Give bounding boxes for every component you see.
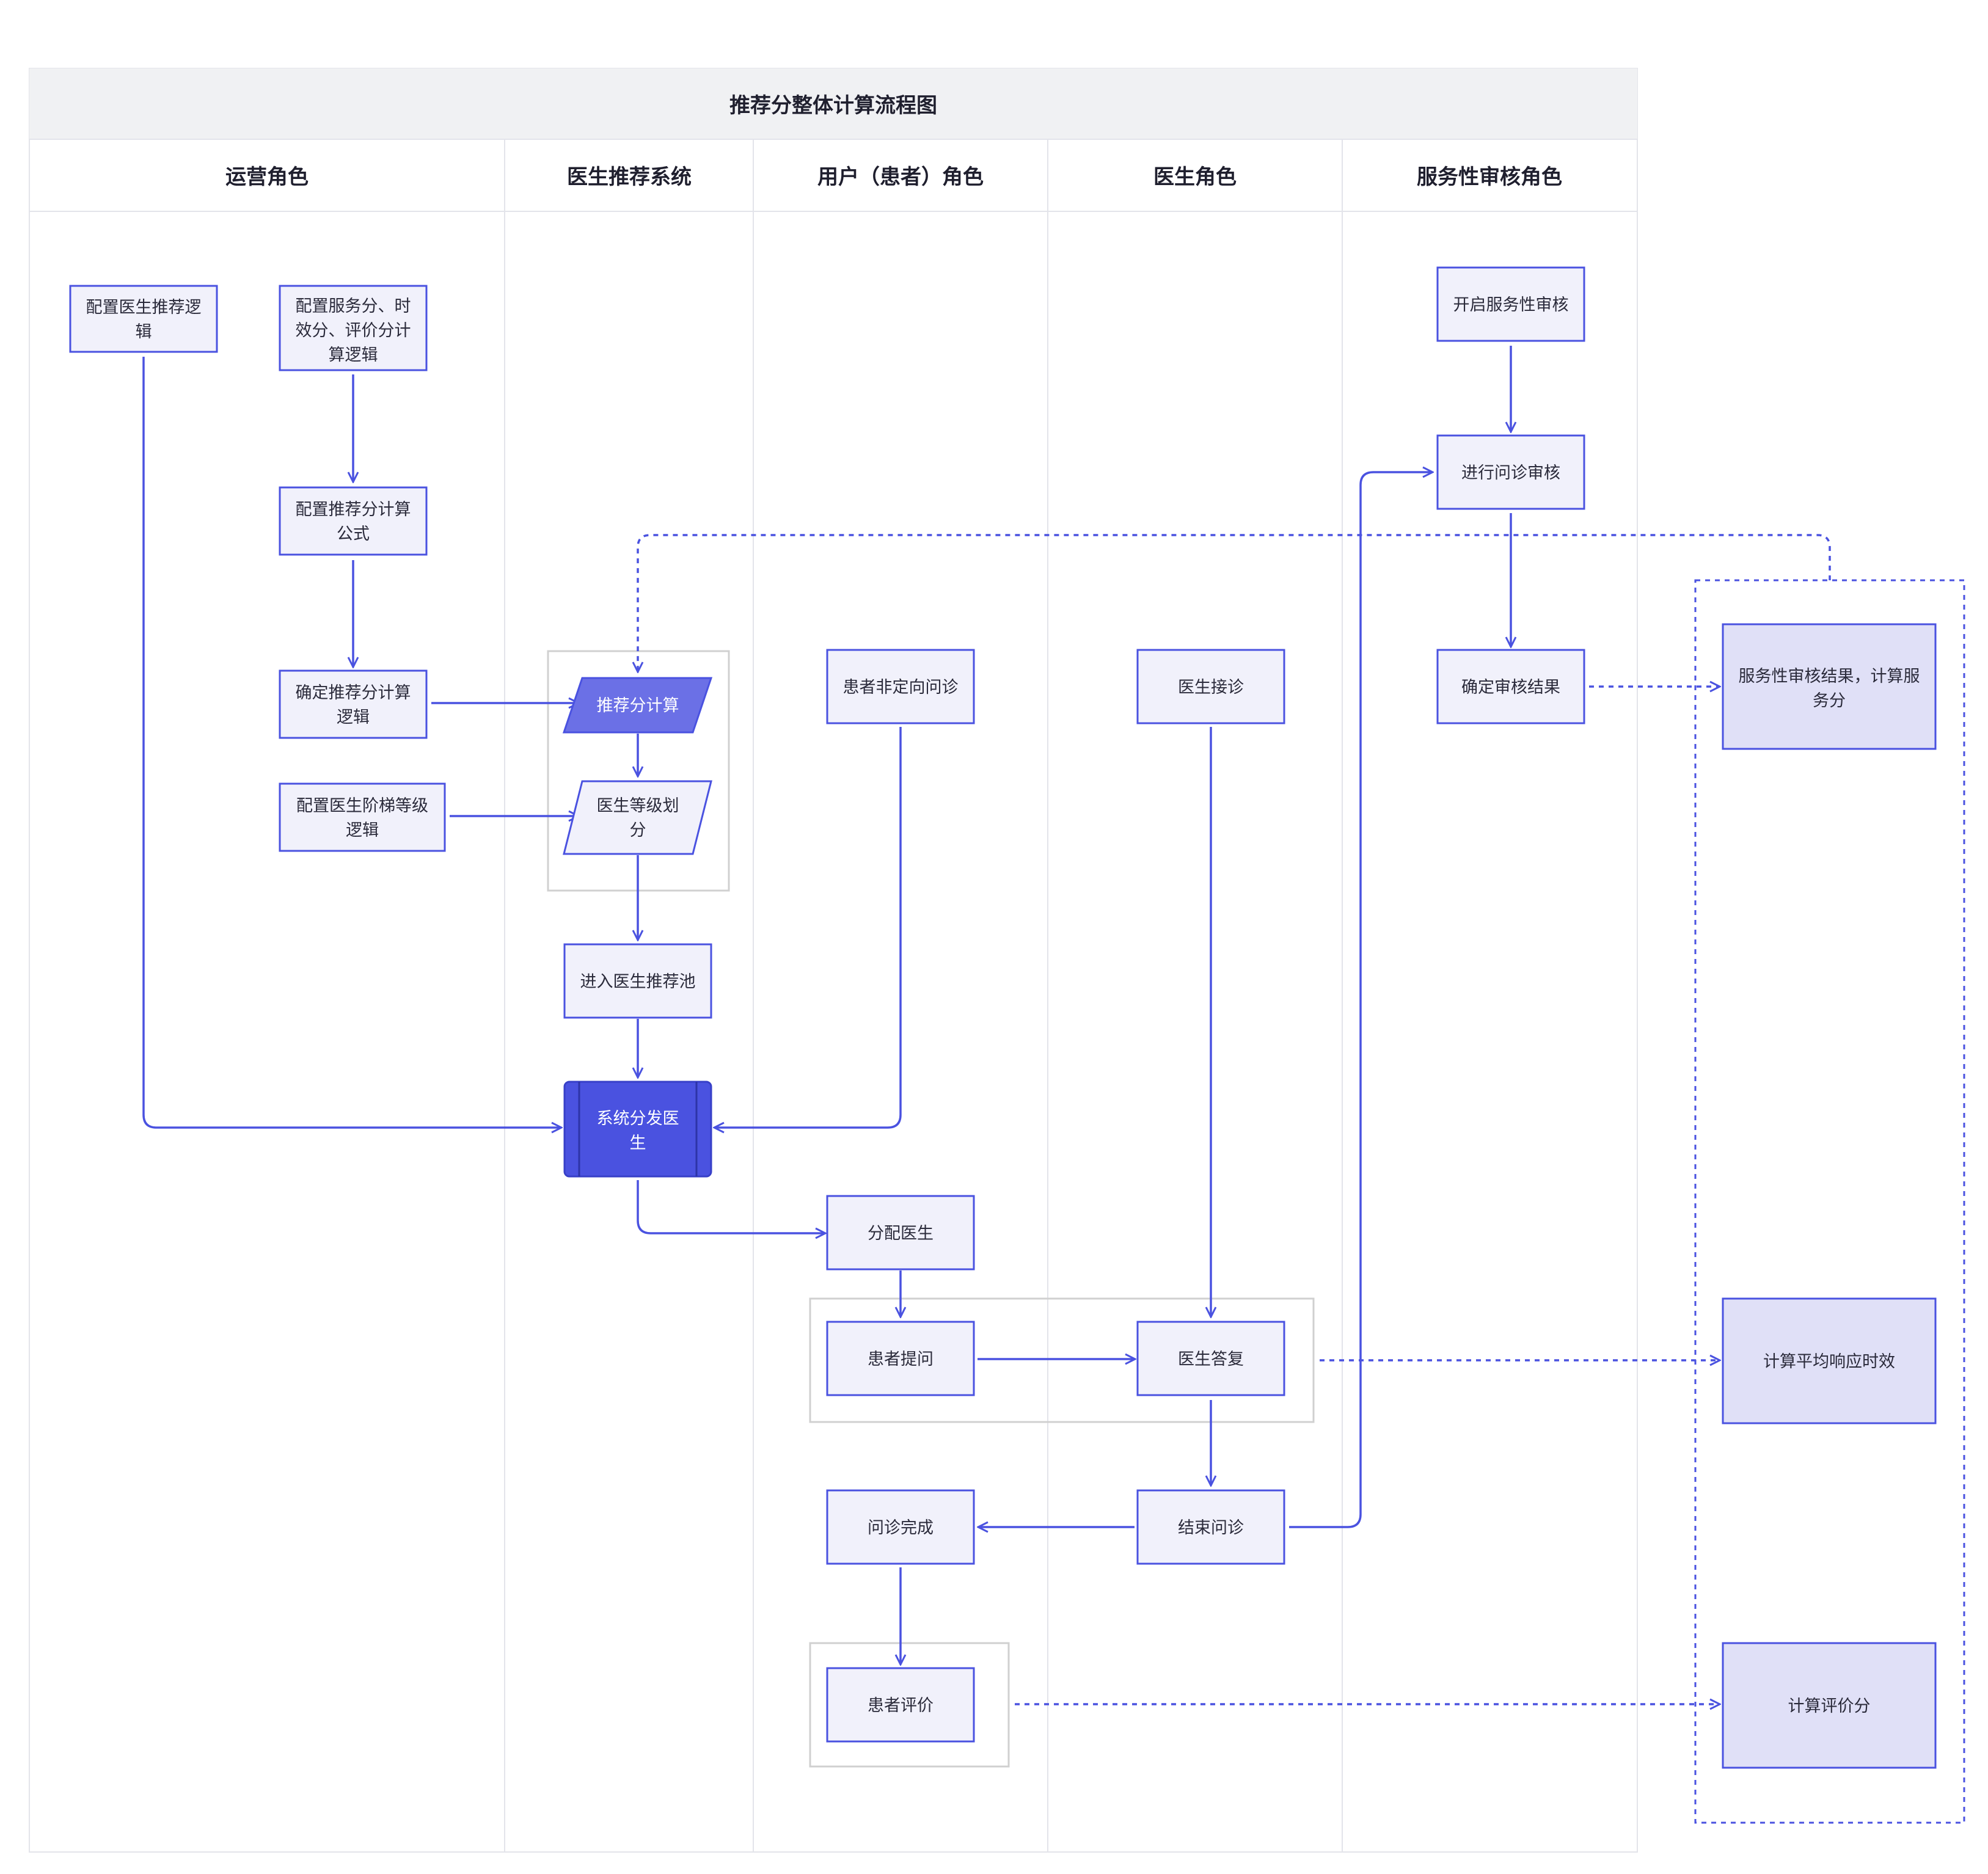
node-doctor-reply[interactable]: 医生答复 xyxy=(1136,1321,1285,1396)
node-patient-evaluate[interactable]: 患者评价 xyxy=(826,1667,975,1743)
node-patient-ask[interactable]: 患者提问 xyxy=(826,1321,975,1396)
node-grade-doctor[interactable]: 医生等级划分 xyxy=(563,780,712,855)
node-config-formula[interactable]: 配置推荐分计算公式 xyxy=(279,486,428,556)
node-service-score[interactable]: 服务性审核结果，计算服务分 xyxy=(1722,623,1937,750)
svg-text:计算平均响应时效: 计算平均响应时效 xyxy=(1763,1352,1895,1371)
group-evaluate xyxy=(809,1642,1010,1768)
svg-text:患者评价: 患者评价 xyxy=(868,1696,934,1715)
lane-service-review: 服务性审核角色 xyxy=(1417,165,1562,189)
node-do-review[interactable]: 进行问诊审核 xyxy=(1436,434,1585,510)
svg-text:服务性审核结果，计算服务分: 服务性审核结果，计算服务分 xyxy=(1739,667,1920,710)
svg-text:配置医生阶梯等级逻辑: 配置医生阶梯等级逻辑 xyxy=(296,797,428,840)
lane-recommend-system: 医生推荐系统 xyxy=(567,165,692,189)
svg-text:患者提问: 患者提问 xyxy=(868,1350,934,1369)
edge-config-logic-dispatch xyxy=(142,357,561,1128)
node-config-logic[interactable]: 配置医生推荐逻辑 xyxy=(69,285,218,353)
svg-text:进行问诊审核: 进行问诊审核 xyxy=(1461,464,1560,483)
diagram-title: 推荐分整体计算流程图 xyxy=(729,93,937,118)
diagram-frame xyxy=(29,68,1638,1853)
svg-text:医生答复: 医生答复 xyxy=(1178,1350,1244,1369)
svg-text:问诊完成: 问诊完成 xyxy=(868,1519,934,1537)
lane-operations: 运营角色 xyxy=(225,165,309,189)
connectors xyxy=(142,346,1511,1664)
node-config-scores[interactable]: 配置服务分、时效分、评价分计算逻辑 xyxy=(279,285,428,371)
node-confirm-logic[interactable]: 确定推荐分计算逻辑 xyxy=(279,669,428,739)
edge-nondirect-dispatch xyxy=(715,727,902,1128)
svg-text:系统分发医生: 系统分发医生 xyxy=(597,1109,679,1153)
svg-text:配置服务分、时效分、评价分计算逻辑: 配置服务分、时效分、评价分计算逻辑 xyxy=(296,297,411,365)
node-calc-score[interactable]: 推荐分计算 xyxy=(562,677,713,734)
node-doctor-accept[interactable]: 医生接诊 xyxy=(1136,649,1285,724)
svg-text:开启服务性审核: 开启服务性审核 xyxy=(1453,296,1569,315)
node-open-review[interactable]: 开启服务性审核 xyxy=(1436,266,1585,342)
svg-text:确定审核结果: 确定审核结果 xyxy=(1461,678,1560,697)
title-bar xyxy=(29,68,1637,139)
node-end-consult[interactable]: 结束问诊 xyxy=(1136,1489,1285,1565)
dashed-connectors xyxy=(638,534,1831,1704)
node-assign-doctor[interactable]: 分配医生 xyxy=(826,1195,975,1271)
edge-end-review xyxy=(1289,472,1432,1528)
svg-text:推荐分计算: 推荐分计算 xyxy=(597,696,679,715)
svg-text:患者非定向问诊: 患者非定向问诊 xyxy=(843,678,959,697)
lane-doctor: 医生角色 xyxy=(1153,165,1237,189)
svg-text:配置医生推荐逻辑: 配置医生推荐逻辑 xyxy=(86,298,202,341)
node-review-result[interactable]: 确定审核结果 xyxy=(1436,649,1585,724)
node-consult-done[interactable]: 问诊完成 xyxy=(826,1489,975,1565)
node-dispatch[interactable]: 系统分发医生 xyxy=(563,1081,712,1178)
node-config-ladder[interactable]: 配置医生阶梯等级逻辑 xyxy=(279,782,446,852)
node-response-time[interactable]: 计算平均响应时效 xyxy=(1722,1297,1937,1424)
svg-text:结束问诊: 结束问诊 xyxy=(1178,1519,1244,1537)
group-results xyxy=(1694,579,1965,1824)
node-evaluation-score[interactable]: 计算评价分 xyxy=(1722,1642,1937,1769)
node-nondirect-consult[interactable]: 患者非定向问诊 xyxy=(826,649,975,724)
node-enter-pool[interactable]: 进入医生推荐池 xyxy=(563,943,712,1019)
svg-text:确定推荐分计算逻辑: 确定推荐分计算逻辑 xyxy=(296,684,411,727)
svg-text:进入医生推荐池: 进入医生推荐池 xyxy=(580,972,696,991)
svg-text:分配医生: 分配医生 xyxy=(868,1224,934,1243)
edge-service-feedback xyxy=(638,534,1831,671)
svg-text:医生等级划分: 医生等级划分 xyxy=(597,797,679,840)
svg-text:医生接诊: 医生接诊 xyxy=(1178,678,1244,697)
lane-patient: 用户（患者）角色 xyxy=(817,165,984,189)
group-qa xyxy=(809,1297,1315,1423)
svg-text:配置推荐分计算公式: 配置推荐分计算公式 xyxy=(296,500,411,544)
svg-text:计算评价分: 计算评价分 xyxy=(1788,1697,1871,1716)
edge-dispatch-assign xyxy=(637,1180,825,1233)
